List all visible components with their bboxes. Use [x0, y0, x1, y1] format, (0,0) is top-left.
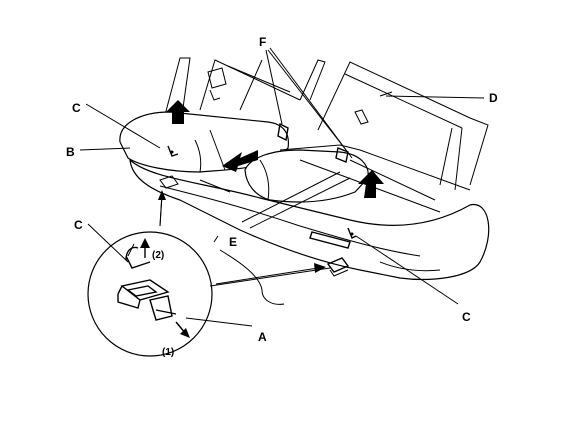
callout-e: E — [229, 235, 237, 249]
seat-cushion — [119, 111, 490, 281]
callout-c-lower: C — [462, 310, 471, 324]
bold-arrow-icon — [166, 100, 384, 198]
step-two-label: (2) — [152, 250, 164, 261]
seat-clips — [277, 122, 349, 163]
callout-c-upper: C — [72, 101, 81, 115]
seat-belt-buckles — [207, 67, 393, 125]
thin-arrow-icon — [140, 190, 326, 338]
leader-lines — [79, 47, 485, 327]
clip-part — [326, 257, 350, 277]
callout-d: D — [489, 91, 498, 105]
seat-back — [164, 57, 489, 191]
callout-b: B — [66, 145, 75, 159]
cushion-hooks — [167, 145, 357, 239]
cushion-bracket — [159, 175, 179, 189]
step-one-label: (1) — [162, 347, 174, 358]
callout-f: F — [259, 35, 266, 49]
callout-a: A — [258, 330, 267, 344]
callout-c-inset: C — [74, 218, 83, 232]
detail-inset — [87, 191, 331, 357]
